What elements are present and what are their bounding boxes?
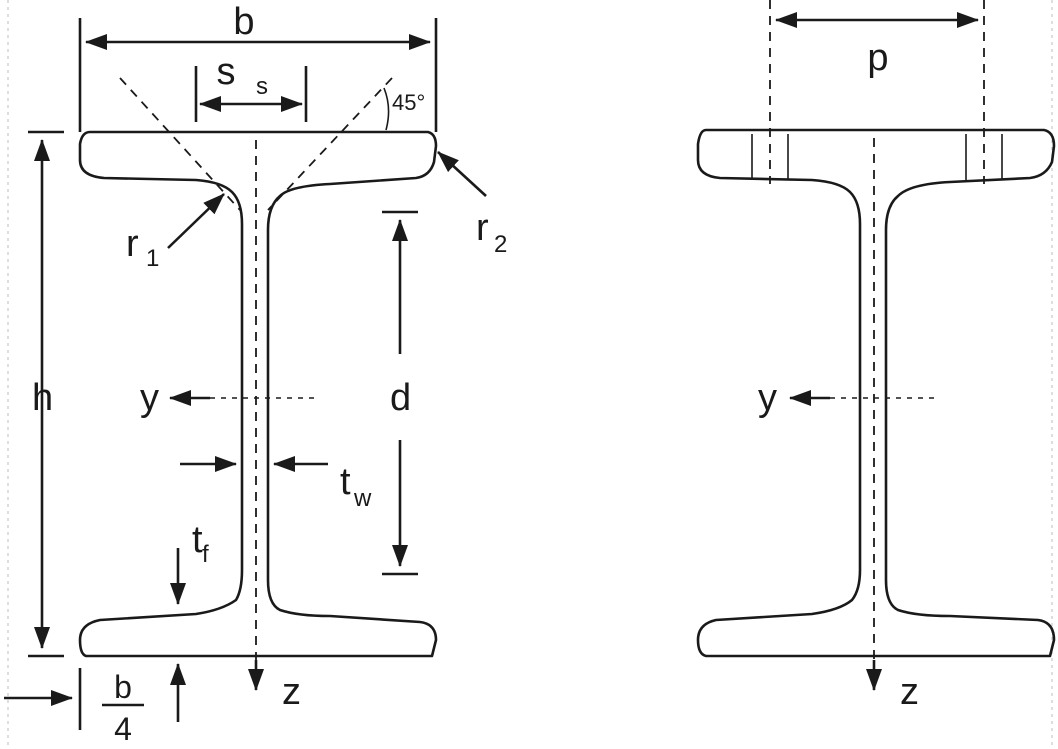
label-d: d — [390, 377, 411, 419]
r2-leader-arrow — [437, 151, 487, 197]
label-y-left: y — [140, 377, 159, 419]
label-p: p — [867, 37, 888, 79]
label-tf-subscript: f — [202, 541, 209, 568]
right-ibeam-outline — [696, 128, 1056, 658]
label-r1-subscript: 1 — [146, 245, 159, 272]
label-tw-subscript: w — [353, 485, 372, 512]
label-ss: s — [217, 51, 236, 93]
label-b4-denominator: 4 — [114, 711, 132, 747]
label-r2: r — [476, 207, 489, 249]
r1-leader-arrow — [167, 193, 225, 249]
label-angle: 45° — [392, 90, 425, 115]
label-tf: t — [192, 519, 203, 561]
left-ibeam-section: b s s 45° r 1 r 2 h d y t w t f z b 4 — [4, 1, 507, 747]
label-z-right: z — [900, 671, 919, 713]
angle-arc — [383, 87, 390, 131]
label-z-left: z — [282, 671, 301, 713]
label-r1: r — [126, 223, 139, 265]
dispersion-line-left — [119, 77, 241, 211]
label-h: h — [32, 377, 53, 419]
label-b4-numerator: b — [114, 669, 132, 705]
dispersion-line-right — [267, 77, 393, 211]
label-y-right: y — [758, 377, 777, 419]
right-ibeam-section: p y z — [696, 0, 1056, 713]
label-tw: t — [340, 461, 351, 503]
label-r2-subscript: 2 — [494, 231, 507, 258]
left-ibeam-outline — [78, 130, 438, 658]
label-b: b — [233, 1, 254, 43]
label-ss-subscript: s — [256, 73, 268, 100]
